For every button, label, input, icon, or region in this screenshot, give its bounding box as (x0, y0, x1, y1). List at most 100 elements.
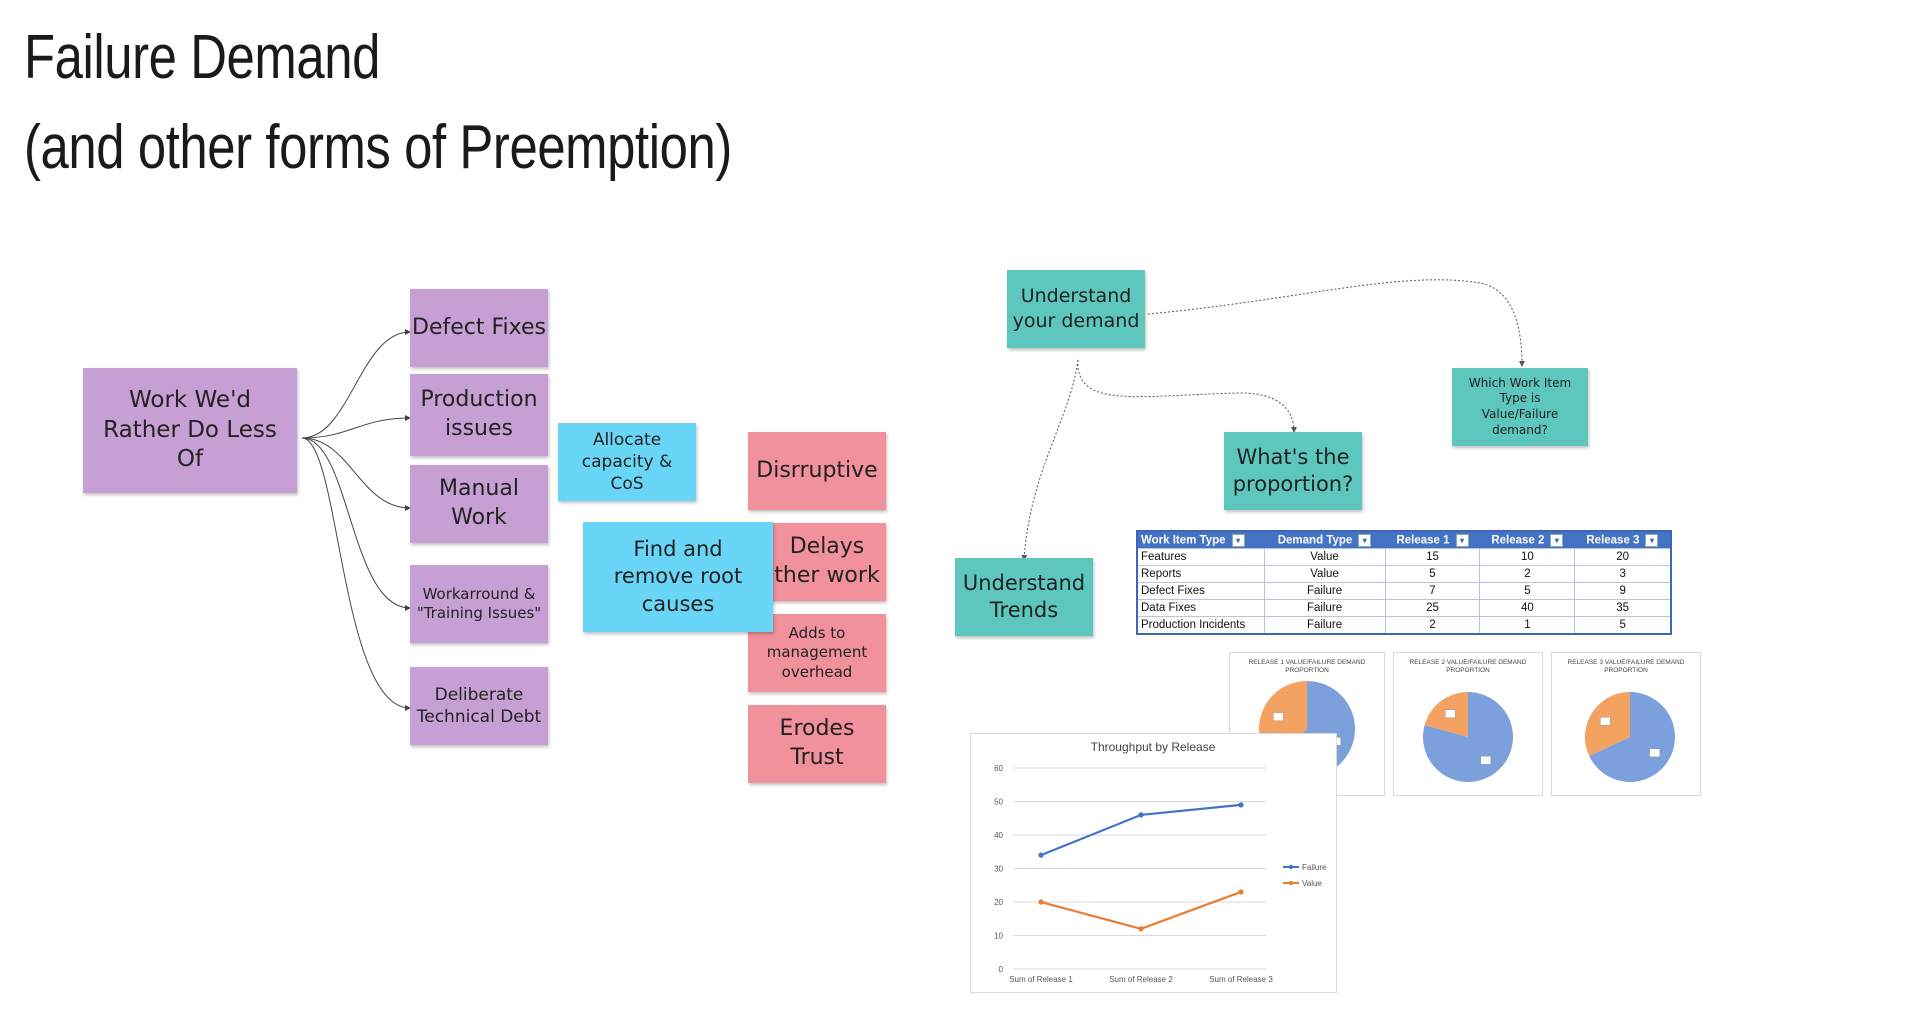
connector-production-issues (301, 415, 411, 439)
pie-panel-release-2: RELEASE 2 VALUE/FAILURE DEMAND PROPORTIO… (1393, 652, 1543, 796)
table-cell: Defect Fixes (1136, 582, 1265, 600)
note-whats-the-proportion: What's the proportion? (1224, 432, 1362, 510)
table-header-cell: Release 2 (1491, 534, 1545, 547)
table-header-cell: Release 3 (1586, 534, 1640, 547)
data-point-failure (1238, 802, 1244, 808)
table-cell: 15 (1384, 548, 1481, 566)
table-cell: 2 (1479, 565, 1576, 583)
legend-label: Value (1302, 879, 1322, 888)
table-cell: 1 (1479, 616, 1576, 635)
y-tick-label: 20 (994, 898, 1003, 907)
legend-marker (1288, 880, 1294, 886)
table-cell: Failure (1263, 599, 1386, 617)
connector-to-proportion (1077, 359, 1297, 433)
note-which-work-item-type: Which Work Item Type is Value/Failure de… (1452, 368, 1588, 446)
pie-chart-release-3 (1585, 692, 1675, 782)
pie-title-release-2: RELEASE 2 VALUE/FAILURE DEMAND PROPORTIO… (1409, 659, 1527, 675)
table-cell: 5 (1479, 582, 1576, 600)
connector-manual-work (301, 437, 411, 511)
table-cell: 5 (1574, 616, 1672, 635)
pie-data-label (1273, 712, 1284, 721)
table-cell: Reports (1136, 565, 1265, 583)
table-cell: 20 (1574, 548, 1672, 566)
y-tick-label: 40 (994, 831, 1003, 840)
effect-note-management-overhead: Adds to management overhead (748, 614, 886, 692)
connector-defect-fixes (301, 329, 411, 439)
table-cell: 10 (1479, 548, 1576, 566)
child-note-workaround-training: Workarround & "Training Issues" (410, 565, 548, 643)
root-note-work-rather-do-less: Work We'd Rather Do Less Of (83, 368, 297, 493)
table-cell: 3 (1574, 565, 1672, 583)
table-cell: 7 (1384, 582, 1481, 600)
pie-panel-release-3: RELEASE 3 VALUE/FAILURE DEMAND PROPORTIO… (1551, 652, 1701, 796)
table-cell: 40 (1479, 599, 1576, 617)
slide-title-line-1: Failure Demand (24, 23, 380, 92)
pie-chart-release-2 (1423, 692, 1513, 782)
pie-title-release-3: RELEASE 3 VALUE/FAILURE DEMAND PROPORTIO… (1567, 659, 1685, 675)
filter-dropdown-icon[interactable]: ▾ (1455, 533, 1469, 547)
connector-workaround (301, 437, 411, 611)
table-header-cell: Demand Type (1277, 534, 1353, 547)
table-header-cell: Work Item Type (1141, 534, 1226, 547)
pie-data-label (1600, 717, 1611, 726)
filter-dropdown-icon[interactable]: ▾ (1358, 533, 1372, 547)
connector-technical-debt (301, 437, 411, 711)
note-allocate-capacity: Allocate capacity & CoS (558, 423, 696, 501)
data-point-value (1238, 889, 1244, 895)
table-cell: Failure (1263, 582, 1386, 600)
effect-note-erodes-trust: Erodes Trust (748, 705, 886, 783)
note-understand-demand: Understand your demand (1007, 270, 1145, 348)
note-find-remove-root-causes: Find and remove root causes (583, 522, 773, 632)
y-tick-label: 0 (999, 965, 1004, 974)
filter-dropdown-icon[interactable]: ▾ (1645, 533, 1659, 547)
pie-data-label (1445, 709, 1456, 718)
table-cell: 25 (1384, 599, 1481, 617)
filter-dropdown-icon[interactable]: ▾ (1231, 533, 1245, 547)
table-header-row: Work Item Type▾ Demand Type▾ Release 1▾ … (1137, 531, 1671, 549)
filter-dropdown-icon[interactable]: ▾ (1550, 533, 1564, 547)
x-tick-label: Sum of Release 2 (1109, 975, 1173, 984)
table-cell: Features (1136, 548, 1265, 566)
pie-slice-failure (1589, 692, 1675, 782)
table-cell: 9 (1574, 582, 1672, 600)
legend-label: Failure (1302, 863, 1327, 872)
table-row: Defect Fixes Failure 7 5 9 (1136, 582, 1672, 600)
child-note-production-issues: Production issues (410, 374, 548, 456)
legend-marker (1288, 864, 1294, 870)
table-cell: Value (1263, 565, 1386, 583)
y-tick-label: 60 (994, 764, 1003, 773)
connector-to-trends (1021, 359, 1079, 561)
series-line-value (1040, 890, 1242, 930)
x-tick-label: Sum of Release 1 (1009, 975, 1073, 984)
y-tick-label: 50 (994, 798, 1003, 807)
effect-note-disruptive: Disrruptive (748, 432, 886, 510)
y-tick-label: 10 (994, 932, 1003, 941)
pie-data-label (1649, 748, 1660, 757)
table-cell: 35 (1574, 599, 1672, 617)
table-cell: Failure (1263, 616, 1386, 635)
table-header-cell: Release 1 (1396, 534, 1450, 547)
table-row: Reports Value 5 2 3 (1136, 565, 1672, 583)
table-row: Production Incidents Failure 2 1 5 (1136, 616, 1672, 635)
demand-table: Work Item Type▾ Demand Type▾ Release 1▾ … (1136, 530, 1672, 635)
table-row: Data Fixes Failure 25 40 35 (1136, 599, 1672, 617)
table-cell: Production Incidents (1136, 616, 1265, 635)
connector-to-which-type (1147, 279, 1525, 367)
data-point-failure (1038, 852, 1044, 858)
table-row: Features Value 15 10 20 (1136, 548, 1672, 566)
child-note-defect-fixes: Defect Fixes (410, 289, 548, 367)
child-note-manual-work: Manual Work (410, 465, 548, 543)
data-point-failure (1138, 812, 1144, 818)
note-understand-trends: Understand Trends (955, 558, 1093, 636)
chart-title: Throughput by Release (1091, 740, 1216, 754)
data-point-value (1138, 926, 1144, 932)
pie-data-label (1480, 756, 1491, 765)
slide-title-line-2: (and other forms of Preemption) (24, 113, 732, 182)
table-cell: Value (1263, 548, 1386, 566)
pie-title-release-1: RELEASE 1 VALUE/FAILURE DEMAND PROPORTIO… (1248, 659, 1366, 675)
table-cell: 5 (1384, 565, 1481, 583)
child-note-technical-debt: Deliberate Technical Debt (410, 667, 548, 745)
table-cell: 2 (1384, 616, 1481, 635)
